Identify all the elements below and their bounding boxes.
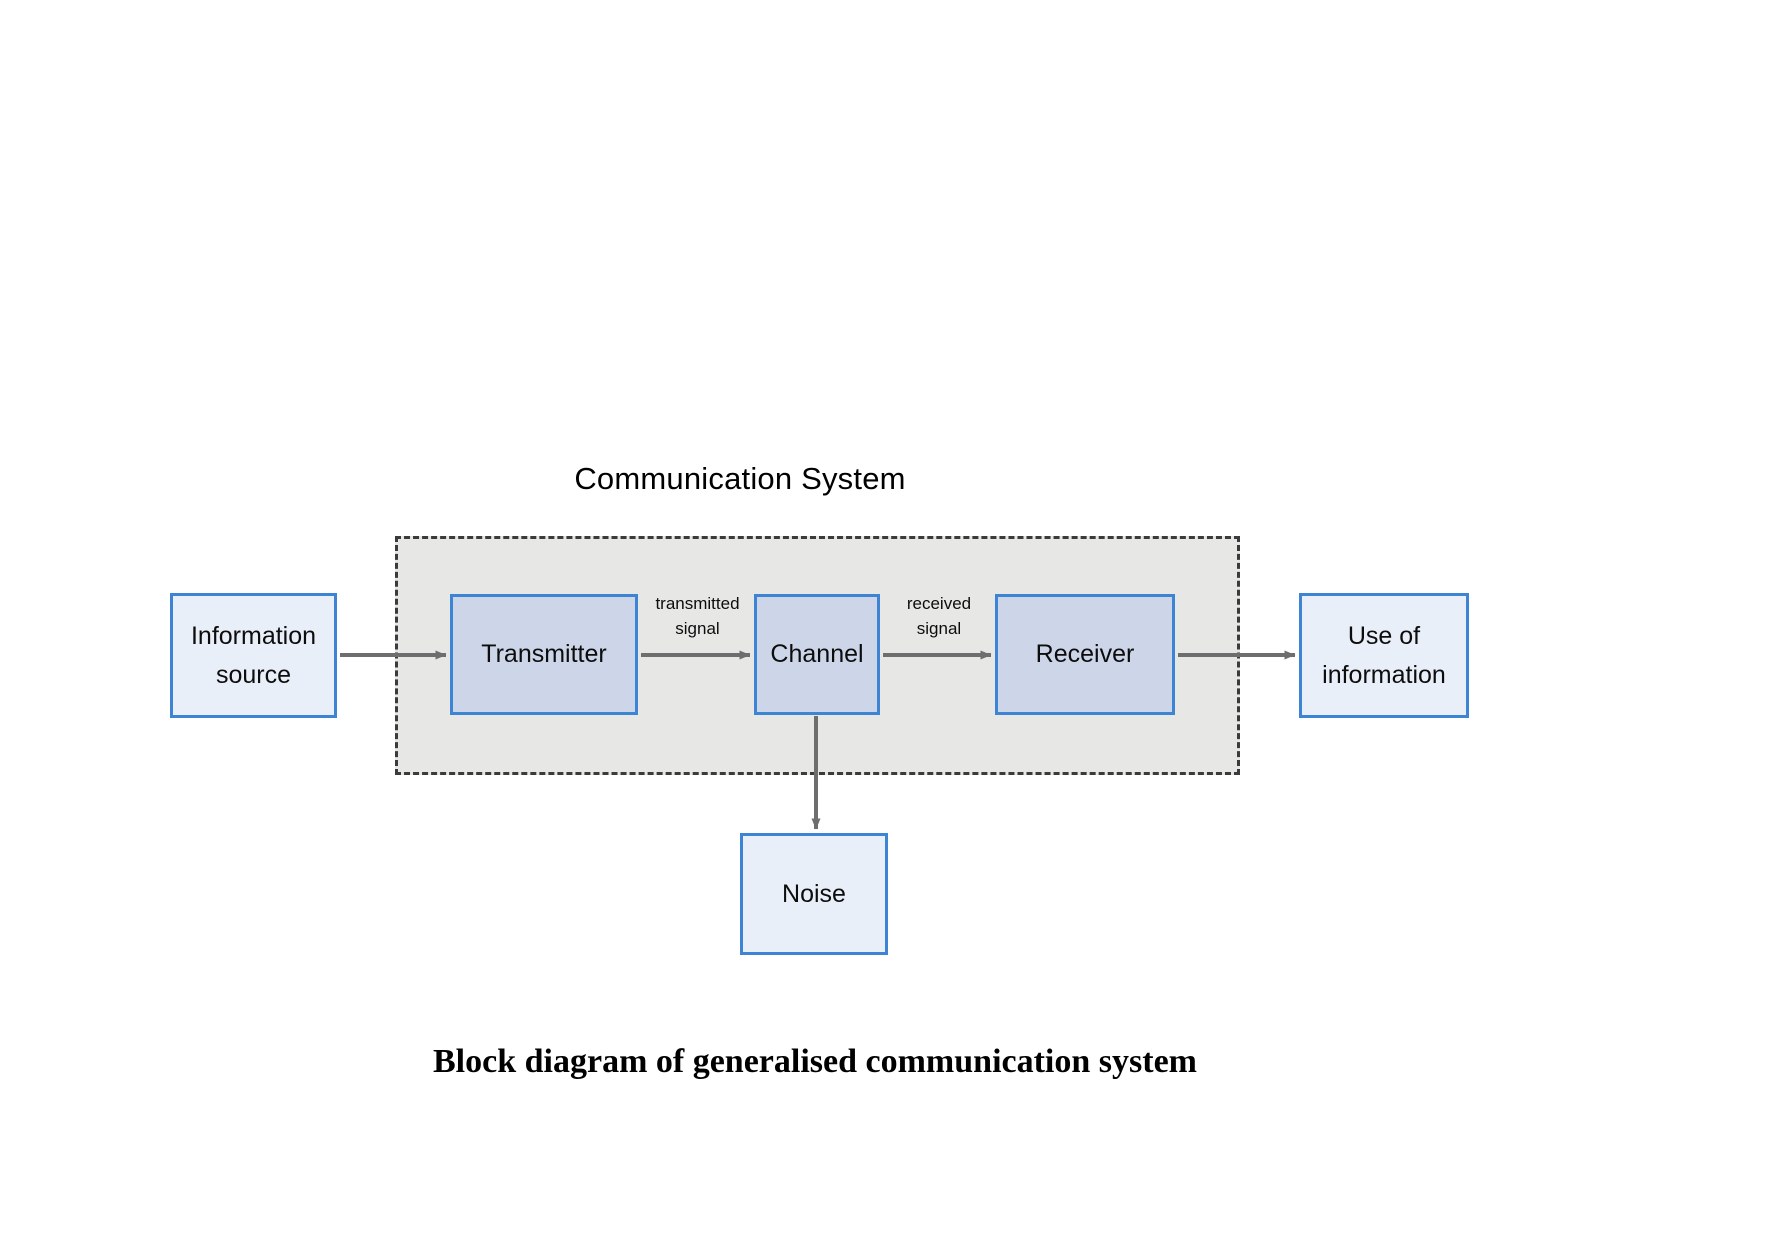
- edge-label-transmitted-line2: signal: [675, 618, 720, 638]
- diagram-title: Communication System: [574, 461, 906, 496]
- node-channel-label: Channel: [770, 640, 864, 669]
- node-information-source-line1: Information: [190, 621, 317, 650]
- edge-label-received-line2: signal: [916, 618, 962, 638]
- edge-label-transmitted-line1: transmitted: [655, 594, 740, 613]
- node-receiver-label: Receiver: [1035, 640, 1135, 669]
- edge-label-received-line1: received: [906, 594, 972, 613]
- node-use-of-information[interactable]: Use of information: [1299, 593, 1469, 718]
- edge-label-transmitted-signal: transmitted signal: [640, 592, 755, 641]
- node-use-of-information-line1: Use of: [1347, 621, 1421, 650]
- node-information-source[interactable]: Information source: [170, 593, 337, 718]
- node-transmitter-label: Transmitter: [481, 640, 607, 669]
- node-receiver[interactable]: Receiver: [995, 594, 1175, 715]
- node-noise[interactable]: Noise: [740, 833, 888, 955]
- node-use-of-information-line2: information: [1322, 660, 1446, 689]
- node-noise-label: Noise: [782, 879, 846, 908]
- diagram-caption: Block diagram of generalised communicati…: [433, 1043, 1197, 1080]
- edge-label-received-signal: received signal: [884, 592, 994, 641]
- node-channel[interactable]: Channel: [754, 594, 880, 715]
- node-information-source-line2: source: [215, 660, 292, 689]
- node-transmitter[interactable]: Transmitter: [450, 594, 638, 715]
